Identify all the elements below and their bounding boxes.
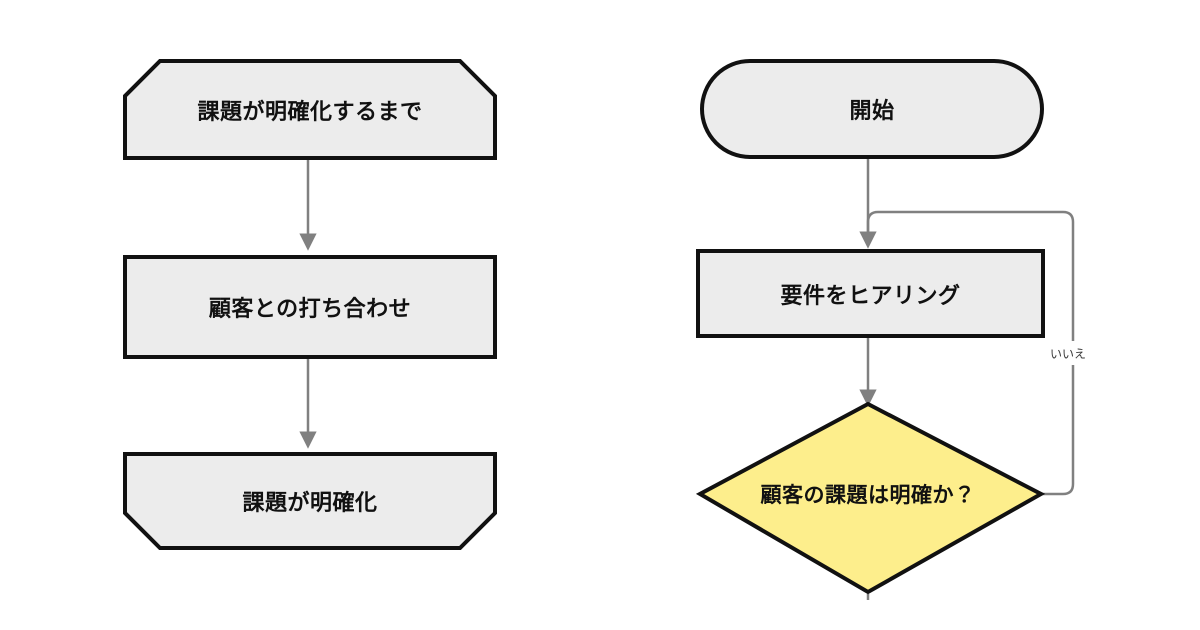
node-loop-limit-start[interactable] — [123, 59, 497, 160]
node-meeting[interactable] — [123, 255, 497, 359]
node-loop-limit-end[interactable] — [123, 452, 497, 550]
node-hearing[interactable] — [696, 249, 1045, 338]
node-start[interactable] — [700, 59, 1044, 159]
node-decision[interactable] — [695, 401, 1046, 595]
edge-decision-no-loopback — [866, 210, 1075, 496]
